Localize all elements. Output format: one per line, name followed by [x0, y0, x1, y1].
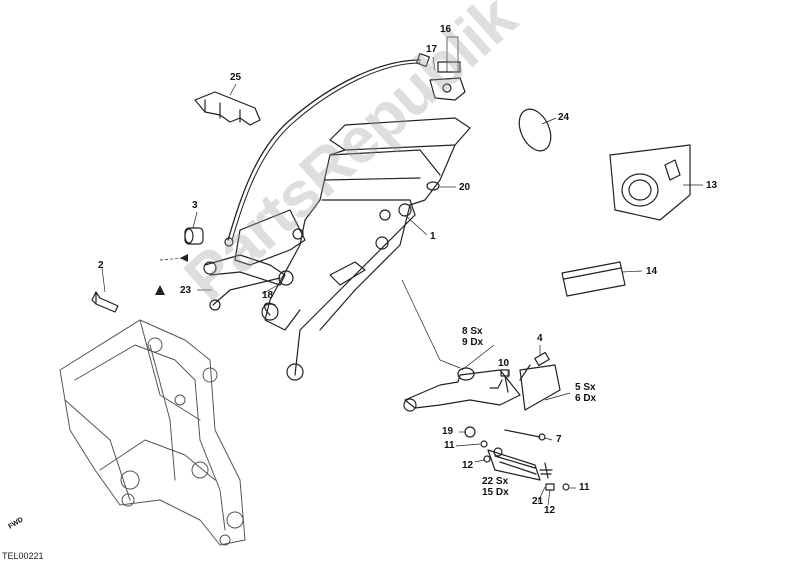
callout-6-dx: 6 Dx [575, 393, 597, 404]
callout-4: 4 [537, 333, 543, 344]
part-13-pack [609, 144, 691, 221]
callout-5-sx: 5 Sx [575, 382, 596, 393]
callout-12-upper: 12 [462, 460, 474, 471]
part-25-bracket [194, 91, 261, 126]
callout-10: 10 [498, 358, 510, 369]
callout-11-upper: 11 [444, 440, 455, 451]
callout-14: 14 [646, 266, 658, 277]
callout-15-dx: 15 Dx [482, 487, 509, 498]
part-4-bolt [519, 351, 550, 381]
part-2-bolt [91, 291, 119, 313]
part-11b [562, 483, 570, 491]
part-12a [483, 455, 491, 463]
callout-1: 1 [430, 231, 436, 242]
callout-16: 16 [440, 24, 452, 35]
drawing-reference-code: TEL00221 [2, 551, 44, 561]
callout-21: 21 [532, 496, 544, 507]
main-frame [59, 319, 246, 546]
part-18-23-hanger [203, 209, 306, 311]
part-11a [480, 440, 488, 448]
part-12b [545, 483, 555, 491]
part-7-pin [504, 429, 541, 438]
callout-17: 17 [426, 44, 438, 55]
part-10-screw [500, 369, 510, 393]
callout-20: 20 [459, 182, 471, 193]
part-14-manual [561, 261, 626, 297]
callout-8-sx: 8 Sx [462, 326, 483, 337]
part-20-grommet [426, 181, 440, 191]
footpeg [487, 447, 541, 481]
callout-2: 2 [98, 260, 104, 271]
callout-12-lower: 12 [544, 505, 556, 516]
callout-19: 19 [442, 426, 454, 437]
part-19 [464, 426, 476, 438]
footpeg-hanger [403, 364, 561, 412]
callout-13: 13 [706, 180, 718, 191]
callout-11-lower: 11 [579, 482, 590, 493]
callout-3: 3 [192, 200, 198, 211]
part-21-spring [539, 462, 553, 479]
callout-18: 18 [262, 290, 274, 301]
part-3-bushing [184, 227, 204, 245]
callout-9-dx: 9 Dx [462, 337, 484, 348]
callout-25: 25 [230, 72, 242, 83]
part-24-loop [518, 108, 552, 152]
callout-23: 23 [180, 285, 192, 296]
callout-24: 24 [558, 112, 570, 123]
callout-7: 7 [556, 434, 562, 445]
callout-22-sx: 22 Sx [482, 476, 509, 487]
cable [227, 59, 421, 241]
part-16-17 [429, 61, 466, 101]
